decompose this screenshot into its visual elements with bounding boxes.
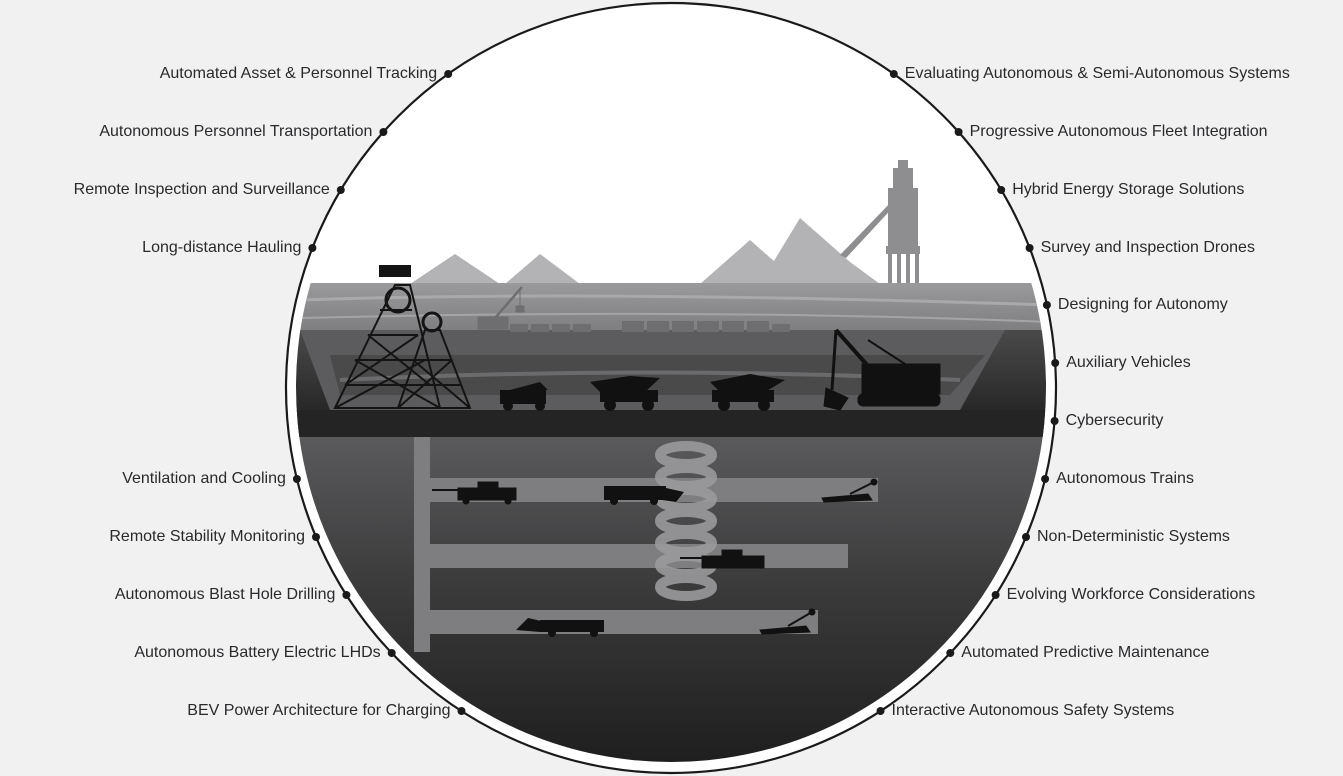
topic-label-progressive-autonomous-fleet-integration: Progressive Autonomous Fleet Integration: [969, 123, 1268, 140]
lhd-loader-icon: [516, 618, 604, 637]
processing-plant-icon: [840, 160, 920, 284]
drill-rig-icon: [680, 549, 765, 569]
topic-label-non-deterministic-systems: Non-Deterministic Systems: [1037, 528, 1230, 545]
haul-truck-icon: [590, 376, 660, 411]
topic-marker-dot: [312, 533, 320, 541]
drill-rig-icon: [432, 481, 517, 505]
topic-label-autonomous-battery-electric-lhds: Autonomous Battery Electric LHDs: [134, 644, 381, 661]
mountain-range: [410, 218, 880, 284]
topic-marker-dot: [308, 244, 317, 252]
topic-label-designing-for-autonomy: Designing for Autonomy: [1057, 296, 1228, 313]
topic-marker-dot: [1025, 244, 1034, 252]
topic-marker-dot: [444, 70, 453, 78]
topic-label-long-distance-hauling: Long-distance Hauling: [142, 239, 302, 256]
train-icon: [622, 321, 790, 332]
topic-marker-dot: [991, 591, 1000, 599]
topic-label-autonomous-blast-hole-drilling: Autonomous Blast Hole Drilling: [114, 586, 336, 603]
topic-marker-dot: [379, 128, 388, 136]
topic-label-remote-inspection-and-surveillance: Remote Inspection and Surveillance: [73, 181, 330, 198]
topic-marker-dot: [997, 186, 1006, 194]
haul-truck-icon: [710, 374, 785, 411]
topic-label-survey-and-inspection-drones: Survey and Inspection Drones: [1040, 239, 1255, 256]
topic-marker-dot: [954, 128, 963, 136]
dragline-icon: [477, 286, 525, 330]
topic-label-auxiliary-vehicles: Auxiliary Vehicles: [1066, 354, 1191, 371]
topic-marker-dot: [1041, 475, 1050, 483]
topic-label-autonomous-personnel-transportation: Autonomous Personnel Transportation: [99, 123, 373, 140]
topic-label-evolving-workforce-considerations: Evolving Workforce Considerations: [1006, 586, 1256, 603]
shovel-excavator-icon: [823, 328, 941, 411]
haul-truck-icon: [500, 382, 548, 411]
topic-label-cybersecurity: Cybersecurity: [1065, 412, 1164, 429]
continuous-miner-icon: [759, 608, 816, 635]
topic-label-remote-stability-monitoring: Remote Stability Monitoring: [109, 528, 305, 545]
topic-marker-dot: [387, 649, 396, 657]
continuous-miner-icon: [821, 478, 878, 503]
topic-marker-dot: [889, 70, 898, 78]
topic-marker-dot: [342, 591, 351, 599]
topic-label-bev-power-architecture-for-charging: BEV Power Architecture for Charging: [187, 702, 451, 719]
train-icon: [510, 324, 591, 332]
topic-marker-dot: [946, 649, 955, 657]
topic-marker-dot: [1022, 533, 1030, 541]
topic-marker-dot: [1050, 417, 1059, 425]
tunnel-level-3: [430, 610, 818, 634]
topic-label-ventilation-and-cooling: Ventilation and Cooling: [122, 470, 286, 487]
topic-marker-dot: [1042, 301, 1051, 309]
topic-marker-dot: [292, 475, 301, 483]
tunnel-level-2: [430, 544, 848, 568]
topic-markers: [292, 70, 1060, 715]
headframe-icon: [396, 311, 472, 409]
topic-marker-dot: [336, 186, 345, 194]
topic-label-interactive-autonomous-safety-systems: Interactive Autonomous Safety Systems: [891, 702, 1175, 719]
mine-shaft: [414, 437, 430, 652]
lhd-loader-icon: [604, 486, 684, 505]
topic-label-autonomous-trains: Autonomous Trains: [1056, 470, 1194, 487]
topic-marker-dot: [876, 707, 885, 715]
topic-label-evaluating-autonomous-and-semi-autonomous-systems: Evaluating Autonomous & Semi-Autonomous …: [904, 65, 1290, 82]
topic-marker-dot: [457, 707, 466, 715]
topic-label-hybrid-energy-storage-solutions: Hybrid Energy Storage Solutions: [1012, 181, 1245, 198]
topic-label-automated-asset-and-personnel-tracking: Automated Asset & Personnel Tracking: [159, 65, 438, 82]
topic-label-automated-predictive-maintenance: Automated Predictive Maintenance: [961, 644, 1210, 661]
topic-marker-dot: [1051, 359, 1060, 367]
